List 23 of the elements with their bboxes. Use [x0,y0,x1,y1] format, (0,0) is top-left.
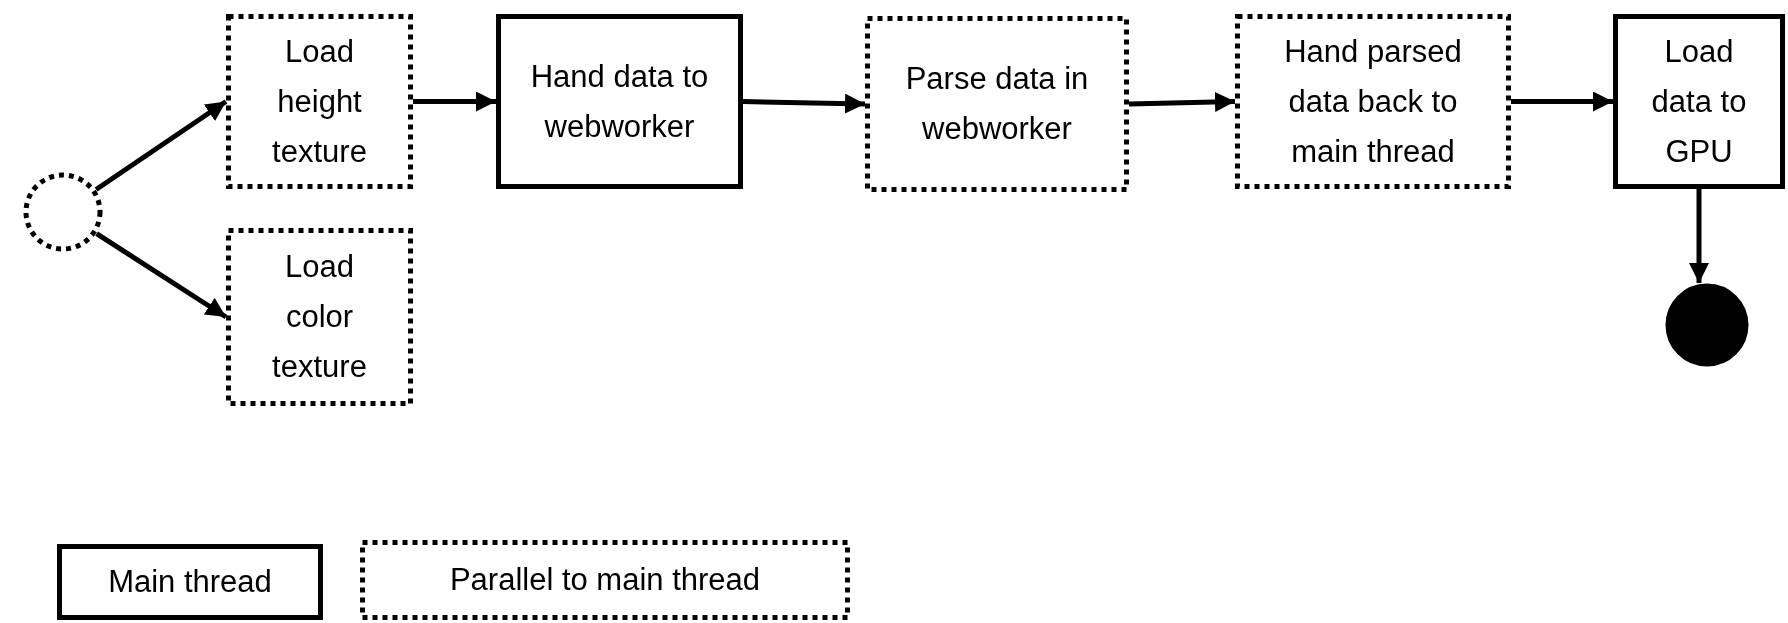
arrow [413,91,496,112]
box-label: Parse data in webworker [904,60,1090,148]
start-node-circle [23,172,103,252]
process-box [1613,14,1785,189]
process-box [865,16,1129,192]
process-box [226,228,413,406]
box-label: Hand parsed data back to main thread [1283,32,1463,171]
process-box [496,14,743,189]
legend-label: Parallel to main thread [448,561,762,599]
arrow [1689,189,1709,283]
arrow [1511,91,1613,112]
process-box [1235,14,1511,189]
arrow [95,231,228,320]
box-label: Load color texture [271,248,368,386]
box-label: Load height texture [271,32,368,171]
arrow [742,93,866,114]
box-label: Hand data to webworker [529,57,710,146]
process-box [226,14,413,189]
legend-label: Main thread [107,563,273,601]
box-label: Load data to GPU [1650,32,1748,171]
arrow [94,99,228,192]
arrow [1128,91,1236,112]
end-node-circle [1665,283,1749,367]
